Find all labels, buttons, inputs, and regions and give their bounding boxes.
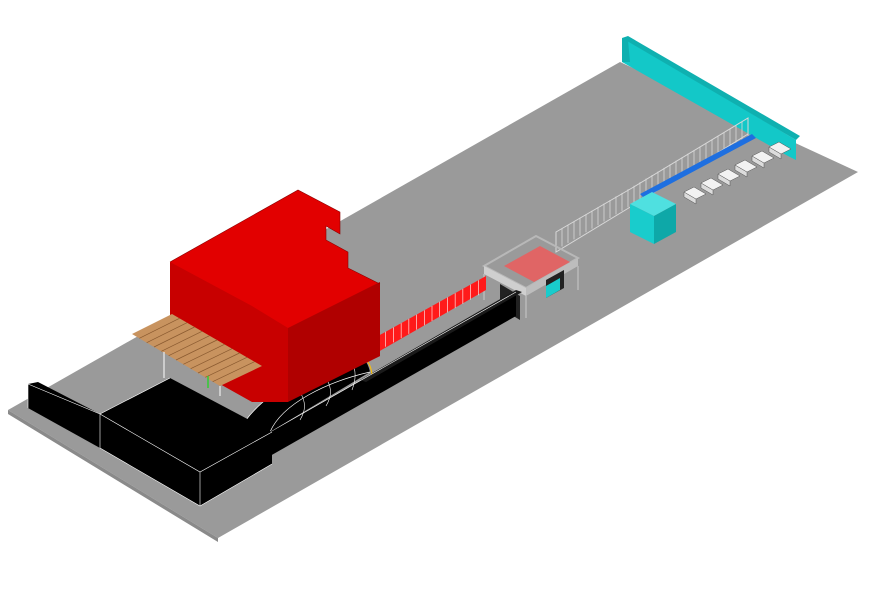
main-building [169,189,381,402]
pergola-slat [190,348,233,369]
parked-car [768,141,792,160]
pergola-slat [161,331,203,352]
parked-car [734,159,758,178]
pergola-slat [153,326,195,348]
parked-car [700,177,724,196]
red-fence-panels [378,276,486,352]
pergola-slat [205,357,248,378]
parked-car [683,186,707,205]
pergola-slat [197,352,240,374]
pergola-slat [139,318,180,339]
pergola-slat [168,335,210,356]
parked-car [751,150,775,169]
teal-boundary-wall [622,36,800,160]
guard-box [630,192,676,244]
pergola-slat [175,339,218,361]
pergola [132,314,262,396]
parked-cars [683,141,792,205]
parked-car [717,168,741,187]
pergola-slat [146,322,188,343]
site-ground [8,62,858,542]
black-corridor [269,290,522,456]
pergola-slat [212,361,255,382]
pergola-slat [183,344,225,365]
black-low-block [27,377,273,507]
blue-strip [640,134,756,198]
